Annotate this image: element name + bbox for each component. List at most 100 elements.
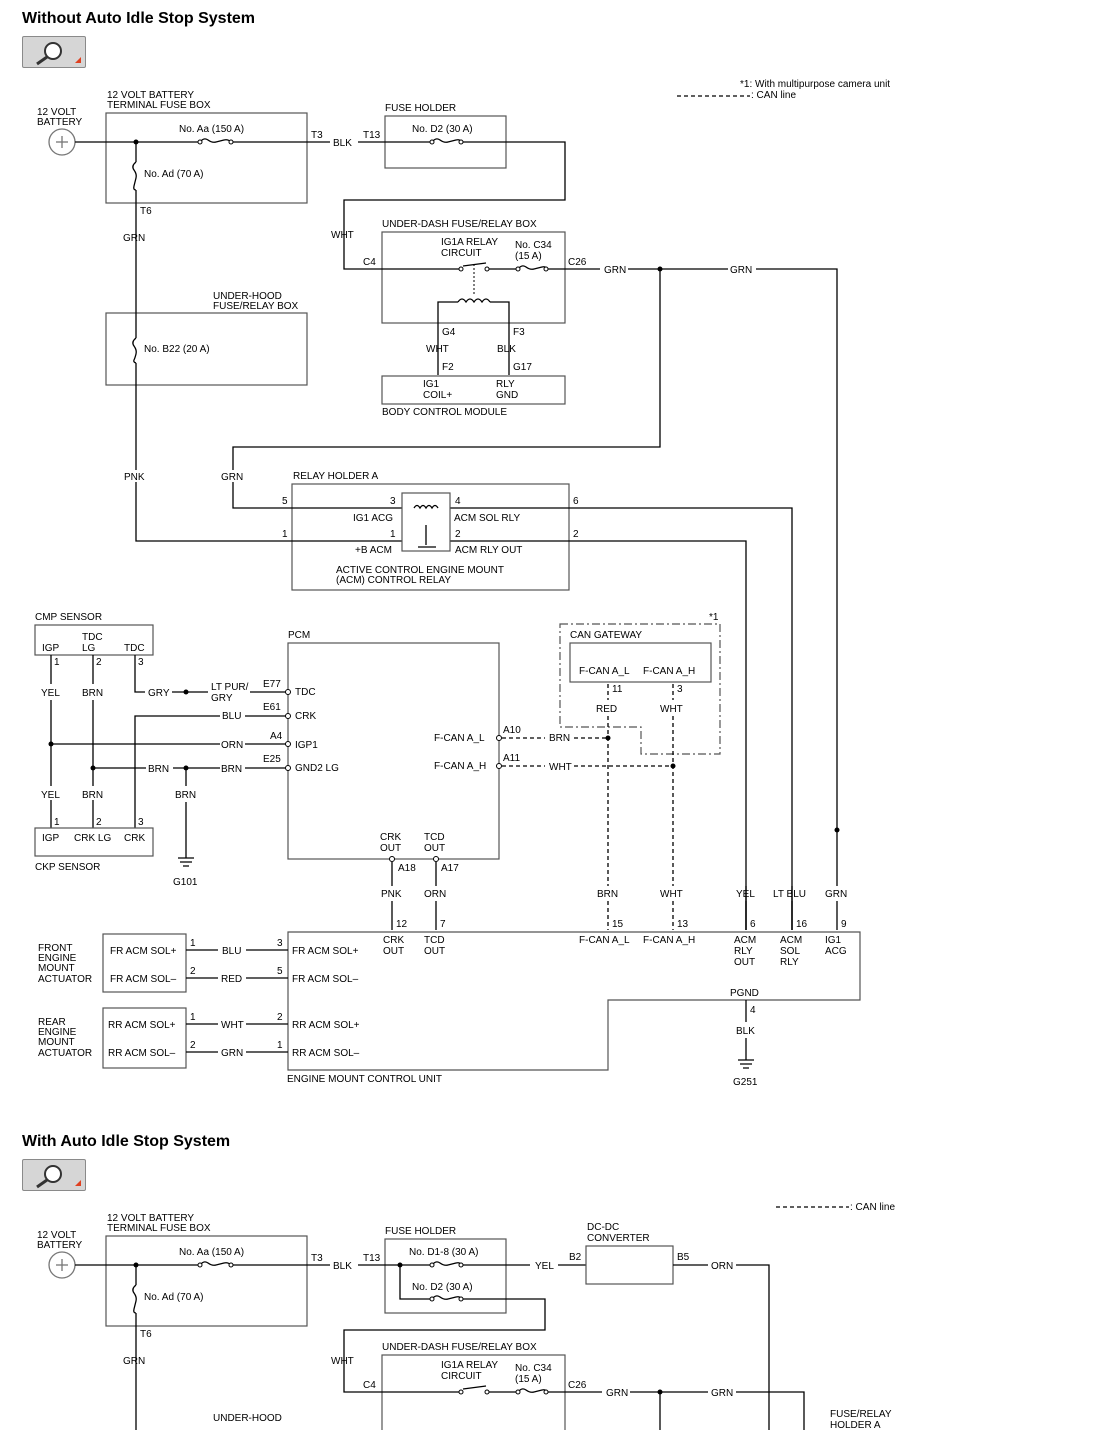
pin-label: A4 — [270, 731, 283, 742]
pin-name: FR ACM SOL+ — [292, 946, 359, 957]
relay-label: IG1A RELAY — [441, 1360, 498, 1371]
relay-holder-a — [291, 483, 570, 591]
fuse-icon — [517, 265, 547, 270]
pin-number: 2 — [96, 657, 102, 668]
pin-name: OUT — [424, 946, 445, 957]
pin-name: CRK — [383, 935, 404, 946]
fuse-d2-label: No. D2 (30 A) — [412, 1282, 473, 1293]
dc-dc-converter-label: DC-DC — [587, 1222, 619, 1233]
pin-label: B5 — [677, 1252, 690, 1263]
pin-name: +B ACM — [355, 545, 392, 556]
wire-color-label: BRN — [549, 733, 570, 744]
pin-number: 3 — [390, 496, 396, 507]
pin-number: 15 — [612, 919, 624, 930]
fuse-ad-label: No. Ad (70 A) — [144, 169, 203, 180]
pin-number: 2 — [190, 966, 196, 977]
acm-relay-label: ACTIVE CONTROL ENGINE MOUNT — [336, 565, 504, 576]
wire-color-label: GRY — [148, 688, 170, 699]
section-title-without: Without Auto Idle Stop System — [22, 10, 256, 27]
pin-number: 3 — [138, 817, 144, 828]
terminal-fuse-box — [105, 1235, 308, 1327]
pin-name: TCD — [424, 832, 445, 843]
fuse-holder-label: FUSE HOLDER — [385, 1226, 456, 1237]
under-dash-fuse-relay-box — [381, 231, 566, 324]
note-multipurpose-camera: *1: With multipurpose camera unit — [740, 79, 890, 90]
pin-name: RR ACM SOL– — [292, 1048, 360, 1059]
wire — [186, 1023, 288, 1053]
pin-name: PGND — [730, 988, 759, 999]
pin-label: G4 — [442, 327, 456, 338]
pin-label: F2 — [442, 362, 454, 373]
ground-label: G251 — [733, 1077, 758, 1088]
pin-label: E77 — [263, 679, 281, 690]
pin-label: G17 — [513, 362, 532, 373]
fuse-d2-label: No. D2 (30 A) — [412, 124, 473, 135]
pin-number: 1 — [54, 817, 60, 828]
wire-color-label: GRN — [730, 265, 752, 276]
fuse-icon — [517, 1388, 547, 1393]
pin-name: ACG — [825, 946, 847, 957]
pin-label: B2 — [569, 1252, 582, 1263]
dc-dc-converter — [585, 1245, 674, 1285]
pin-number: 1 — [390, 529, 396, 540]
wire — [232, 482, 793, 930]
section-title-with: With Auto Idle Stop System — [22, 1133, 231, 1150]
wire-color-label: BRN — [175, 790, 196, 801]
pin-label: A18 — [398, 863, 416, 874]
relay-label: CIRCUIT — [441, 248, 482, 259]
pin-name: CRK LG — [74, 833, 111, 844]
wire-color-label: GRY — [211, 693, 233, 704]
front-actuator-label: ENGINE — [38, 953, 77, 964]
pin-name: COIL+ — [423, 390, 452, 401]
fuse-icon — [199, 1261, 232, 1266]
pin-label: A10 — [503, 725, 521, 736]
pin-name: ACM RLY OUT — [455, 545, 522, 556]
pin-name: F-CAN A_H — [643, 666, 695, 677]
magnifier-icon — [36, 1165, 81, 1189]
can-gateway — [569, 642, 712, 683]
battery-label: 12 VOLT — [37, 107, 76, 118]
pin-label: T3 — [311, 1253, 323, 1264]
pin-name: ACM — [780, 935, 802, 946]
dc-dc-converter-label: CONVERTER — [587, 1233, 650, 1244]
pin-label: F3 — [513, 327, 525, 338]
pin-number: 3 — [677, 684, 683, 695]
pin-label: T6 — [140, 206, 152, 217]
engine-mount-control-unit — [287, 931, 861, 1071]
zoom-button-2[interactable] — [22, 1159, 86, 1191]
fuse-relay-holder-a-label: HOLDER A — [830, 1420, 881, 1430]
pin-name: GND2 LG — [295, 763, 339, 774]
pin-label: A17 — [441, 863, 459, 874]
relay-switch-icon — [418, 525, 436, 548]
wire — [232, 269, 661, 470]
wire-color-label: PNK — [381, 889, 402, 900]
wire-color-label: WHT — [331, 230, 354, 241]
wire-color-label: WHT — [331, 1356, 354, 1367]
zoom-button-1[interactable] — [22, 36, 86, 68]
pin-name: IG1 ACG — [353, 513, 393, 524]
wire-color-label: BRN — [82, 688, 103, 699]
wire-color-label: GRN — [604, 265, 626, 276]
wire-color-label: BLU — [222, 946, 241, 957]
pin-number: 2 — [190, 1040, 196, 1051]
wire-color-label: ORN — [711, 1261, 733, 1272]
pin-label: E61 — [263, 702, 281, 713]
diagram-without-auto-idle-stop: *1: With multipurpose camera unit : CAN … — [34, 79, 890, 1088]
pin-name: RLY — [780, 957, 799, 968]
pin-label: C4 — [363, 257, 376, 268]
pin-name: RR ACM SOL+ — [108, 1020, 176, 1031]
pin-number: 4 — [455, 496, 461, 507]
under-hood-fuse-relay-box — [105, 312, 308, 386]
wire-color-label: ORN — [221, 740, 243, 751]
pin-name: OUT — [734, 957, 755, 968]
pin-name: FR ACM SOL– — [292, 974, 359, 985]
relay-coil-icon — [413, 504, 439, 510]
ckp-sensor-label: CKP SENSOR — [35, 862, 100, 873]
wire-color-label: BRN — [221, 764, 242, 775]
pin-name: F-CAN A_L — [579, 935, 630, 946]
ground-icon — [738, 1059, 754, 1069]
wire-color-label: LT PUR/ — [211, 682, 249, 693]
wire-color-label: GRN — [221, 472, 243, 483]
wire-color-label: BRN — [597, 889, 618, 900]
